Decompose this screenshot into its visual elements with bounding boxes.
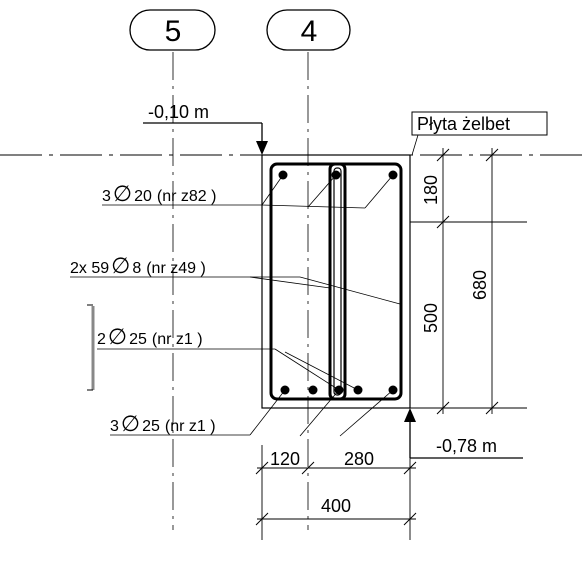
rebar-stirrup-callout: 2x 59∅8(nr z49 ) — [70, 253, 401, 305]
dim-400: 400 — [321, 496, 351, 516]
svg-text:2x 59∅8(nr z49 ): 2x 59∅8(nr z49 ) — [70, 253, 206, 278]
axis-5-bubble: 5 — [129, 9, 216, 51]
inner-stirrup-1 — [328, 162, 347, 401]
dim-120: 120 — [270, 449, 300, 469]
rebar-bottom-callout: 3∅25(nr z1 ) — [110, 389, 394, 437]
dim-500: 500 — [421, 303, 441, 333]
svg-text:3∅25(nr z1 ): 3∅25(nr z1 ) — [110, 411, 216, 436]
dim-680: 680 — [470, 270, 490, 300]
bottom-level-label: -0,78 m — [436, 436, 497, 456]
slab-label-box: Płyta żelbet — [411, 111, 548, 156]
rebar-top-callout: 3∅20(nr z82 ) — [102, 174, 394, 209]
beam-outline — [261, 154, 411, 409]
horizontal-dimension-400: 400 — [255, 496, 417, 526]
top-level-marker: -0,10 m — [143, 102, 268, 155]
slab-label-text: Płyta żelbet — [417, 114, 510, 134]
axis-4-bubble: 4 — [266, 9, 351, 51]
vertical-dimension-180-500: 180 500 — [410, 148, 527, 415]
top-level-label: -0,10 m — [148, 102, 209, 122]
svg-text:2∅25(nr z1 ): 2∅25(nr z1 ) — [97, 324, 203, 349]
axis-4-label: 4 — [301, 15, 318, 48]
dim-180: 180 — [421, 175, 441, 205]
horizontal-dimension-120-280: 120 280 — [255, 445, 417, 540]
dim-280: 280 — [344, 449, 374, 469]
axis-5-label: 5 — [165, 15, 182, 48]
bottom-level-marker: -0,78 m — [404, 408, 523, 459]
top-bars — [278, 170, 398, 180]
outer-stirrup — [269, 162, 403, 401]
svg-text:3∅20(nr z82 ): 3∅20(nr z82 ) — [102, 181, 216, 206]
rebar-middle-callout: 2∅25(nr z1 ) — [87, 304, 359, 391]
vertical-dimension-680: 680 — [470, 148, 499, 415]
inner-stirrup-2 — [333, 167, 342, 396]
